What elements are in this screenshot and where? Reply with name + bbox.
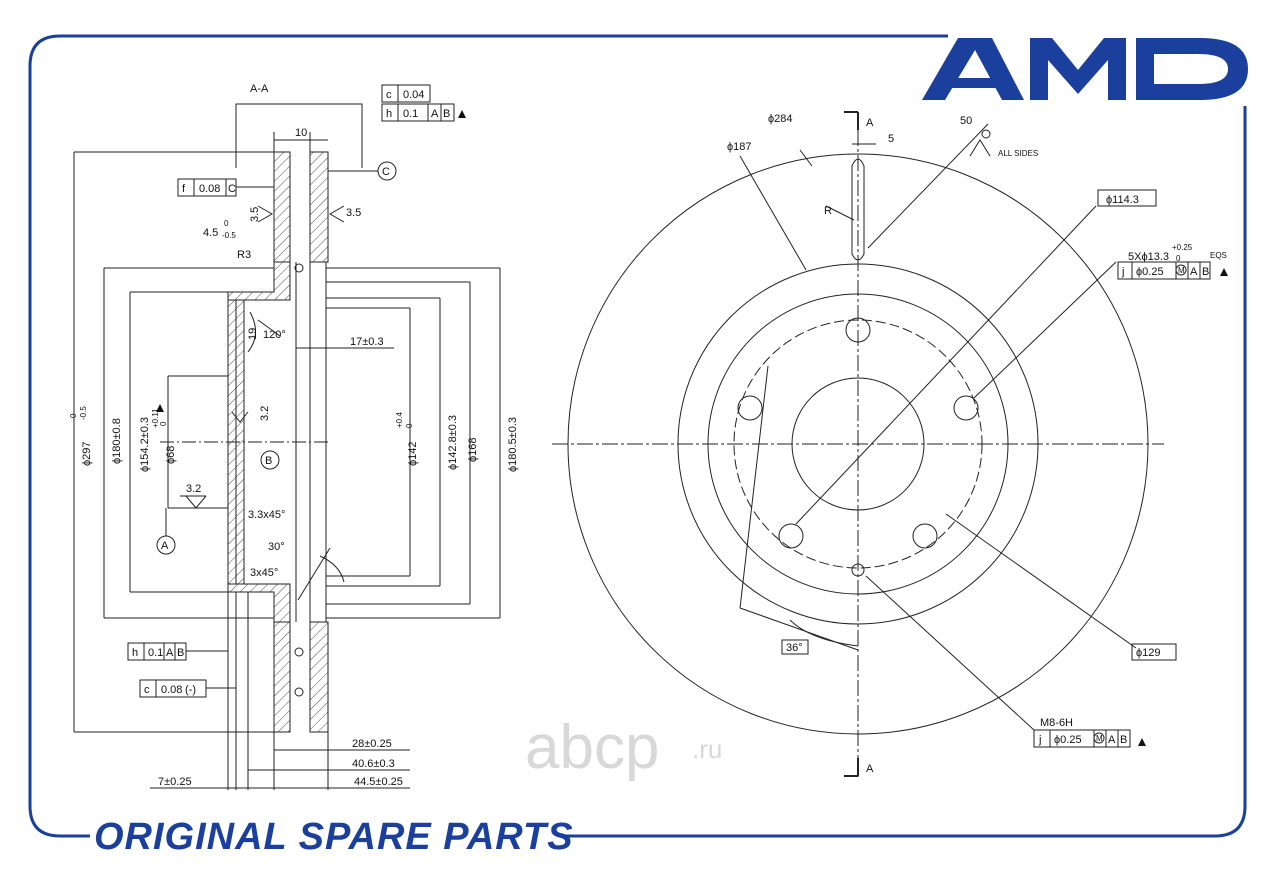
svg-text:A: A [431, 108, 439, 120]
svg-text:3x45°: 3x45° [250, 567, 278, 579]
frame-c-sym: c [386, 89, 392, 101]
section-title: A-A [250, 83, 269, 95]
svg-text:0: 0 [405, 423, 414, 428]
svg-text:A: A [1108, 734, 1116, 746]
svg-text:c: c [144, 684, 150, 696]
svg-text:36°: 36° [786, 642, 803, 654]
svg-text:0: 0 [69, 413, 78, 418]
svg-text:0: 0 [159, 421, 168, 426]
svg-text:3.3x45°: 3.3x45° [248, 509, 285, 521]
svg-text:j: j [1121, 266, 1124, 278]
tagline: ORIGINAL SPARE PARTS [94, 816, 574, 858]
svg-text:3.2: 3.2 [259, 406, 271, 421]
front-view [552, 111, 1211, 780]
svg-text:f: f [182, 183, 186, 195]
svg-text:B: B [265, 455, 272, 467]
svg-text:17±0.3: 17±0.3 [350, 336, 384, 348]
svg-text:0.1: 0.1 [403, 108, 418, 120]
svg-text:ϕ114.3: ϕ114.3 [1106, 194, 1139, 206]
svg-text:ϕ187: ϕ187 [727, 141, 752, 153]
svg-text:5: 5 [888, 133, 894, 145]
svg-text:4.5: 4.5 [203, 227, 218, 239]
svg-text:0.08: 0.08 [199, 183, 220, 195]
svg-text:ϕ0.25: ϕ0.25 [1054, 734, 1082, 746]
svg-text:abcp: abcp [525, 713, 659, 782]
front-labels: A A ϕ284 ϕ187 5 50 ALL SIDES R ϕ114.3 5X… [727, 113, 1227, 775]
svg-text:ϕ68: ϕ68 [165, 446, 177, 464]
svg-text:EQS: EQS [1210, 251, 1227, 260]
svg-text:+0.11: +0.11 [151, 408, 160, 428]
svg-text:3.2: 3.2 [186, 483, 201, 495]
svg-text:120°: 120° [263, 329, 286, 341]
svg-text:A: A [1190, 266, 1198, 278]
svg-text:A: A [166, 647, 174, 659]
svg-text:3.5: 3.5 [346, 207, 361, 219]
svg-text:B: B [1202, 266, 1209, 278]
drawing-frame [28, 34, 1247, 838]
svg-text:44.5±0.25: 44.5±0.25 [354, 776, 403, 788]
svg-text:0: 0 [1176, 254, 1181, 263]
svg-text:+0.25: +0.25 [1172, 243, 1193, 252]
svg-text:ϕ129: ϕ129 [1136, 647, 1161, 659]
svg-text:h: h [132, 647, 138, 659]
svg-text:C: C [228, 183, 236, 195]
svg-text:5Xϕ13.3: 5Xϕ13.3 [1128, 251, 1169, 263]
svg-text:ϕ142.8±0.3: ϕ142.8±0.3 [447, 415, 459, 470]
svg-text:B: B [443, 108, 450, 120]
svg-text:ϕ142: ϕ142 [407, 441, 419, 466]
svg-text:ϕ180±0.8: ϕ180±0.8 [111, 418, 123, 464]
svg-text:10: 10 [295, 127, 307, 139]
svg-text:7±0.25: 7±0.25 [158, 776, 192, 788]
svg-text:ϕ180.5±0.3: ϕ180.5±0.3 [507, 417, 519, 472]
frame-c-val: 0.04 [403, 89, 424, 101]
svg-text:.ru: .ru [692, 734, 722, 764]
svg-text:(-): (-) [185, 684, 196, 696]
svg-text:ϕ284: ϕ284 [768, 113, 793, 125]
svg-text:A: A [866, 117, 874, 129]
svg-text:M8-6H: M8-6H [1040, 717, 1073, 729]
svg-text:B: B [1120, 734, 1127, 746]
svg-text:A: A [161, 540, 169, 552]
svg-text:ϕ297: ϕ297 [81, 441, 93, 466]
svg-text:h: h [386, 108, 392, 120]
svg-text:ϕ154.2±0.3: ϕ154.2±0.3 [139, 417, 151, 472]
svg-text:28±0.25: 28±0.25 [352, 738, 392, 750]
svg-text:ϕ0.25: ϕ0.25 [1136, 266, 1164, 278]
flatness-triangles [156, 110, 1228, 746]
svg-text:A: A [866, 763, 874, 775]
svg-text:M: M [1096, 734, 1103, 743]
svg-text:R: R [824, 205, 832, 217]
svg-text:0: 0 [224, 219, 229, 228]
svg-text:R3: R3 [237, 249, 251, 261]
svg-text:40.6±0.3: 40.6±0.3 [352, 758, 395, 770]
svg-text:ϕ168: ϕ168 [467, 437, 479, 462]
svg-text:50: 50 [960, 115, 972, 127]
svg-text:19: 19 [247, 328, 259, 340]
svg-text:ALL SIDES: ALL SIDES [998, 149, 1038, 158]
svg-text:M: M [1178, 266, 1185, 275]
svg-text:0.08: 0.08 [161, 684, 182, 696]
svg-text:-0.5: -0.5 [79, 406, 88, 420]
amd-logo [922, 28, 1248, 106]
svg-text:B: B [177, 647, 184, 659]
svg-text:C: C [382, 166, 390, 178]
section-view: A-A [73, 83, 501, 790]
svg-text:+0.4: +0.4 [395, 412, 404, 428]
svg-text:j: j [1038, 734, 1041, 746]
svg-text:30°: 30° [268, 541, 285, 553]
svg-text:-0.5: -0.5 [222, 231, 236, 240]
watermark: abcp .ru [525, 713, 722, 782]
section-labels: 10 c 0.04 h 0.1 A B C f 0.08 C 3.5 3.5 4… [69, 89, 519, 788]
svg-text:0.1: 0.1 [148, 647, 163, 659]
svg-text:3.5: 3.5 [249, 207, 261, 222]
